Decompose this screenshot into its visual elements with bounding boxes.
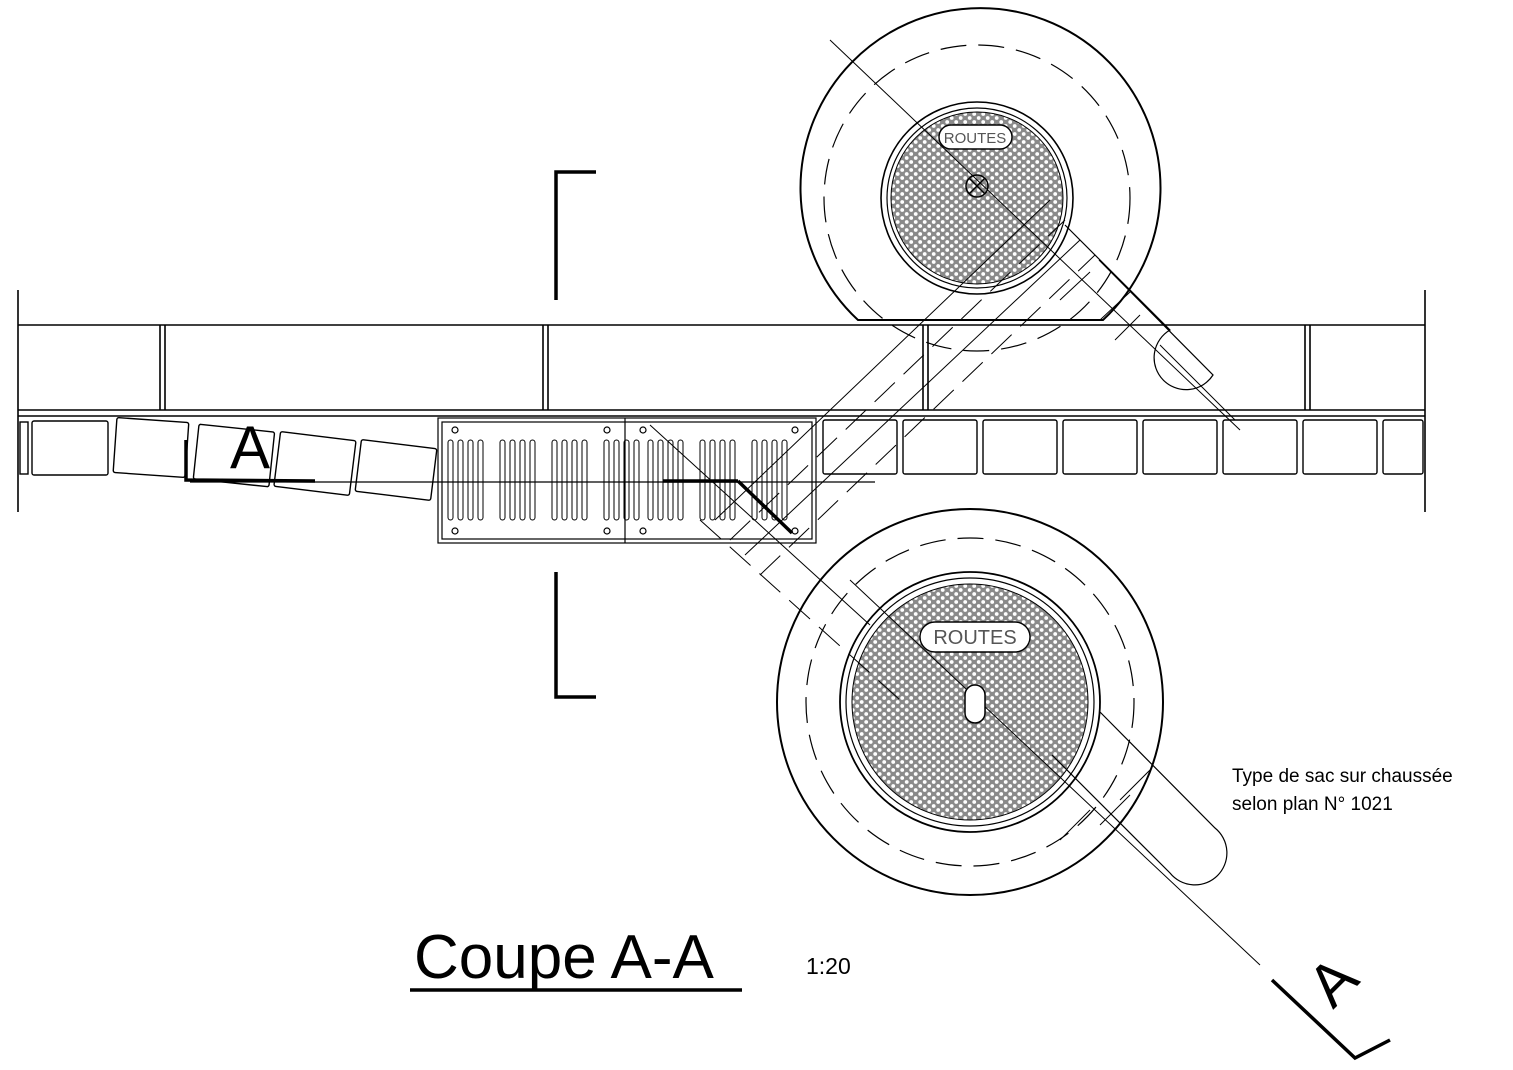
section-marker-left: A xyxy=(230,414,270,481)
section-marker-right: A xyxy=(1295,944,1371,1020)
drawing-title: Coupe A-A xyxy=(414,923,715,992)
note-line-1: Type de sac sur chaussée xyxy=(1232,766,1453,787)
paving-stones xyxy=(19,416,1424,501)
drawing-scale: 1:20 xyxy=(806,953,851,979)
note-line-2: selon plan N° 1021 xyxy=(1232,794,1393,815)
upper-gully xyxy=(714,7,1241,576)
upper-cover-label: ROUTES xyxy=(944,130,1007,147)
channel-drain xyxy=(437,417,817,544)
lower-gully xyxy=(649,424,1261,966)
curb-stones xyxy=(17,290,1426,512)
section-cut xyxy=(184,170,1391,1061)
lower-cover-label: ROUTES xyxy=(933,627,1016,649)
